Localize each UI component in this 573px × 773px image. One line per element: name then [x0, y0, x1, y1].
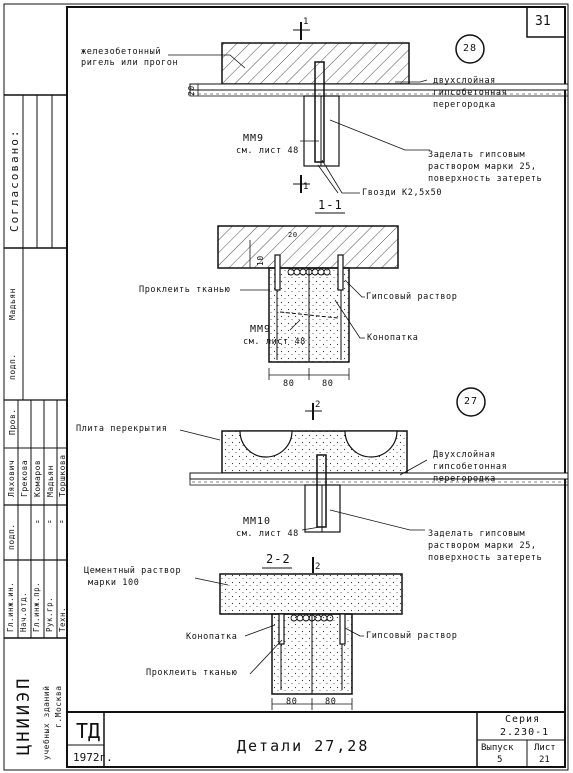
partition-label-3: перегородка	[433, 100, 496, 110]
detail-28-dim-20: 20	[187, 85, 196, 96]
detail-27-partition-3: перегородка	[433, 474, 496, 484]
seal-label-2: раствором марки 25,	[428, 162, 537, 172]
left-ditto-2: "	[47, 520, 53, 530]
section-2-2-glue: Проклеить тканью	[146, 668, 238, 678]
agreed-label: Согласовано:	[8, 128, 21, 232]
section-1-1-dim-10: 10	[256, 255, 265, 266]
left-strip-grid	[4, 94, 67, 639]
detail-27-sheet-ref: см. лист 48	[236, 529, 299, 539]
year: 1972г.	[73, 751, 113, 764]
left-role-3: Гл.инж.пр.	[32, 581, 41, 632]
detail-27-seal-1: Заделать гипсовым	[428, 529, 526, 539]
left-role-1: Гл.инж.ин.	[6, 581, 15, 632]
beam-label: железобетонный	[81, 47, 162, 57]
left-podp-2: подп.	[7, 523, 16, 550]
partition-label-2: гипсобетонная	[433, 88, 508, 98]
detail-27-section-mark-bottom: 2	[315, 562, 322, 572]
detail-27-partition-2: гипсобетонная	[433, 462, 508, 472]
section-1-1-title: 1-1	[318, 198, 343, 212]
section-2-2-caulk: Конопатка	[186, 632, 238, 642]
left-role-2: Нач.отд.	[19, 591, 28, 632]
sheet-ref-label: см. лист 48	[236, 146, 299, 156]
gypsum-mortar-label: Гипсовый раствор	[366, 292, 458, 302]
list-value: 21	[539, 755, 550, 765]
left-role-4: Рук.гр.	[45, 596, 54, 632]
section-2-2-drawing	[194, 573, 403, 710]
detail-28-drawing	[168, 22, 569, 194]
detail-28-number: 28	[463, 43, 478, 54]
td-mark: ТД	[76, 719, 101, 743]
left-komarov: Комаров	[33, 459, 42, 497]
section-1-1-sheet-ref: см. лист 48	[243, 337, 306, 347]
issue-value: 5	[497, 755, 503, 765]
cement-label-2: марки 100	[88, 578, 140, 588]
detail-27-seal-2: раствором марки 25,	[428, 541, 537, 551]
section-1-1-dim-20: 20	[288, 231, 298, 239]
slab-label: Плита перекрытия	[76, 424, 168, 434]
section-1-1-dim-80a: 80	[283, 379, 295, 389]
seal-label-1: Заделать гипсовым	[428, 150, 526, 160]
detail-28-section-mark-bottom: 1	[303, 182, 310, 192]
series-value: 2.230-1	[500, 727, 550, 738]
detail-28-section-mark-top: 1	[303, 17, 310, 27]
left-ditto-3: "	[59, 520, 65, 530]
section-1-1-mm9: ММ9	[250, 324, 272, 335]
outer-frame	[3, 3, 569, 771]
anchor-mm9-label: ММ9	[243, 133, 265, 144]
org-name: ЦНИИЭП	[14, 675, 34, 755]
org-sub-2: г.Москва	[54, 685, 63, 728]
sheet-title: Детали 27,28	[237, 737, 370, 755]
left-madyan: Мадьян	[46, 465, 55, 497]
left-prov: Пров.	[8, 408, 17, 435]
section-1-1-dim-80b: 80	[322, 379, 334, 389]
org-sub-1: учебных зданий	[42, 685, 51, 760]
beam-label-2: ригель или прогон	[81, 58, 179, 68]
issue-label: Выпуск	[481, 743, 514, 753]
seal-label-3: поверхность затереть	[428, 174, 543, 184]
left-podp-1: подп.	[8, 353, 17, 380]
inner-frame	[66, 6, 566, 768]
section-2-2-dim-80a: 80	[286, 697, 298, 707]
left-madyan-top: Мадьян	[8, 288, 17, 320]
section-2-2-dim-80b: 80	[325, 697, 337, 707]
section-2-2-title: 2-2	[266, 552, 291, 566]
list-label: Лист	[534, 743, 556, 753]
nails-label: Гвозди К2,5х50	[362, 188, 443, 198]
detail-27-section-mark-top: 2	[315, 400, 322, 410]
caulk-label: Конопатка	[367, 333, 419, 343]
detail-27-drawing	[179, 403, 569, 573]
detail-27-circle	[456, 387, 486, 417]
page-number-box	[526, 6, 566, 38]
section-1-1-drawing	[217, 225, 399, 380]
series-label: Серия	[505, 714, 541, 725]
detail-27-seal-3: поверхность затереть	[428, 553, 543, 563]
left-torshkova: Торшкова	[58, 454, 67, 497]
detail-27-partition-1: Двухслойная	[433, 450, 496, 460]
cement-label-1: Цементный раствор	[84, 566, 182, 576]
anchor-mm10-label: ММ10	[243, 516, 272, 527]
left-grekova: Грекова	[20, 459, 29, 497]
detail-28-circle	[455, 34, 485, 64]
title-block-lines	[67, 711, 565, 767]
page-number: 31	[535, 14, 551, 29]
glue-fabric-label: Проклеить тканью	[139, 285, 231, 295]
left-ditto-1: "	[35, 520, 41, 530]
left-lyakhovich: Ляхович	[7, 459, 16, 497]
section-2-2-gypsum: Гипсовый раствор	[366, 631, 458, 641]
detail-27-number: 27	[464, 396, 479, 407]
partition-label-1: двухслойная	[433, 76, 496, 86]
left-role-5: Техн.	[58, 606, 67, 632]
